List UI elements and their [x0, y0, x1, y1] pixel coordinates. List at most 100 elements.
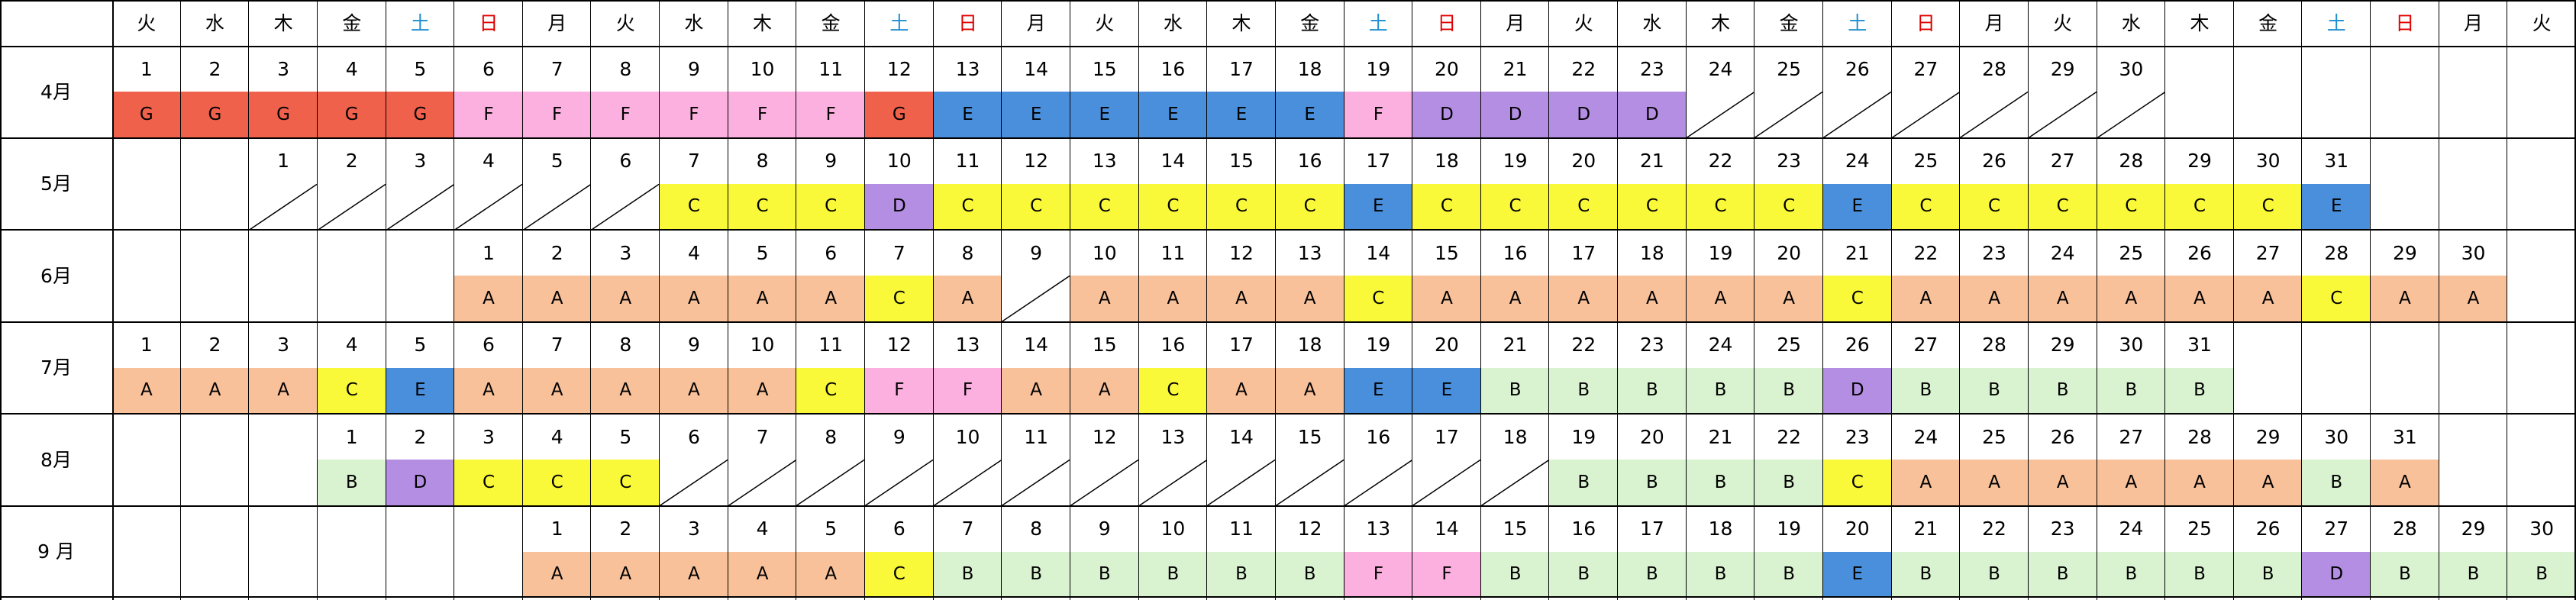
- date-number: 4: [756, 518, 769, 540]
- grid-line-vertical: [1275, 0, 1276, 600]
- shift-code-cell: B: [2439, 551, 2508, 598]
- weekday-header: 水: [1642, 11, 1662, 34]
- weekday-header: 月: [2464, 11, 2484, 34]
- date-number: 14: [1024, 334, 1049, 356]
- date-number: 22: [1982, 518, 2006, 540]
- shift-code-cell: B: [2165, 551, 2234, 598]
- date-number: 14: [1024, 57, 1049, 80]
- shift-code-cell: B: [933, 551, 1002, 598]
- date-number: 27: [2255, 241, 2281, 264]
- shift-code-cell: E: [1002, 92, 1070, 138]
- date-number: 1: [483, 241, 495, 264]
- grid-line-vertical: [1206, 0, 1207, 600]
- no-shift-slash: [1344, 460, 1413, 506]
- date-number: 21: [1708, 425, 1733, 448]
- weekday-header: 土: [2326, 11, 2346, 34]
- shift-code-cell: B: [1618, 367, 1687, 414]
- date-number: 21: [1845, 241, 1870, 264]
- shift-code-cell: A: [1480, 276, 1550, 322]
- date-number: 2: [550, 241, 563, 264]
- date-number: 8: [619, 334, 632, 356]
- weekday-header: 金: [342, 11, 362, 34]
- date-number: 29: [2187, 150, 2212, 172]
- shift-code-cell: C: [2165, 183, 2234, 230]
- shift-code-cell: A: [1275, 367, 1344, 414]
- date-number: 2: [208, 57, 221, 80]
- date-number: 26: [1845, 334, 1870, 356]
- date-number: 6: [825, 241, 838, 264]
- shift-code-cell: E: [1344, 367, 1413, 414]
- shift-code-cell: B: [1549, 460, 1619, 506]
- date-number: 13: [955, 334, 980, 356]
- shift-code-cell: A: [728, 551, 797, 598]
- no-shift-slash: [1754, 92, 1823, 138]
- shift-code-cell: A: [249, 367, 318, 414]
- shift-code-cell: D: [1822, 367, 1892, 414]
- date-number: 27: [2050, 150, 2075, 172]
- no-shift-slash: [1686, 92, 1755, 138]
- shift-code-cell: A: [454, 367, 523, 414]
- shift-code-cell: B: [1480, 551, 1550, 598]
- date-number: 13: [955, 57, 980, 80]
- shift-code-cell: A: [1960, 276, 2029, 322]
- weekday-header: 木: [2190, 11, 2210, 34]
- date-number: 19: [1708, 241, 1733, 264]
- shift-code-cell: G: [386, 92, 455, 138]
- date-number: 16: [1366, 425, 1391, 448]
- weekday-header: 日: [957, 11, 977, 34]
- grid-line-vertical: [248, 0, 249, 600]
- shift-code-cell: B: [2371, 551, 2439, 598]
- date-number: 18: [1297, 334, 1322, 356]
- date-number: 6: [483, 334, 495, 356]
- weekday-header: 土: [410, 11, 430, 34]
- shift-code-cell: B: [1686, 551, 1755, 598]
- date-number: 16: [1503, 241, 1528, 264]
- grid-line-vertical: [317, 0, 318, 600]
- weekday-header: 木: [1710, 11, 1730, 34]
- date-number: 11: [955, 150, 980, 172]
- no-shift-slash: [1002, 276, 1070, 322]
- shift-code-cell: F: [591, 92, 660, 138]
- date-number: 8: [1030, 518, 1043, 540]
- shift-code-cell: A: [1754, 276, 1823, 322]
- shift-code-cell: B: [1891, 367, 1961, 414]
- shift-code-cell: C: [1002, 183, 1070, 230]
- shift-code-cell: B: [2165, 367, 2234, 414]
- shift-code-cell: G: [112, 92, 181, 138]
- shift-code-cell: D: [865, 183, 934, 230]
- shift-code-cell: E: [1412, 367, 1481, 414]
- date-number: 8: [619, 57, 632, 80]
- date-number: 20: [1777, 241, 1802, 264]
- grid-line-vertical: [1891, 0, 1892, 600]
- date-number: 3: [277, 57, 290, 80]
- date-number: 10: [955, 425, 980, 448]
- date-number: 31: [2324, 150, 2349, 172]
- shift-code-cell: B: [1275, 551, 1344, 598]
- shift-code-cell: F: [865, 367, 934, 414]
- date-number: 28: [2187, 425, 2212, 448]
- weekday-header: 日: [1916, 11, 1935, 34]
- date-number: 28: [1982, 57, 2006, 80]
- date-number: 8: [961, 241, 974, 264]
- date-number: 1: [140, 334, 153, 356]
- date-number: 27: [2119, 425, 2144, 448]
- shift-code-cell: G: [180, 92, 250, 138]
- shift-code-cell: D: [1549, 92, 1619, 138]
- weekday-header: 日: [2395, 11, 2415, 34]
- shift-code-cell: B: [2302, 460, 2371, 506]
- date-number: 26: [2050, 425, 2075, 448]
- shift-code-cell: A: [1549, 276, 1619, 322]
- shift-code-cell: G: [865, 92, 934, 138]
- shift-code-cell: A: [796, 551, 865, 598]
- date-number: 19: [1366, 57, 1391, 80]
- date-number: 28: [2392, 518, 2417, 540]
- no-shift-slash: [1275, 460, 1344, 506]
- weekday-header: 金: [821, 11, 841, 34]
- shift-code-cell: B: [1070, 551, 1139, 598]
- weekday-header: 月: [1506, 11, 1525, 34]
- shift-code-cell: F: [933, 367, 1002, 414]
- no-shift-slash: [1960, 92, 2029, 138]
- date-number: 15: [1435, 241, 1459, 264]
- shift-code-cell: C: [522, 460, 592, 506]
- weekday-header: 木: [753, 11, 773, 34]
